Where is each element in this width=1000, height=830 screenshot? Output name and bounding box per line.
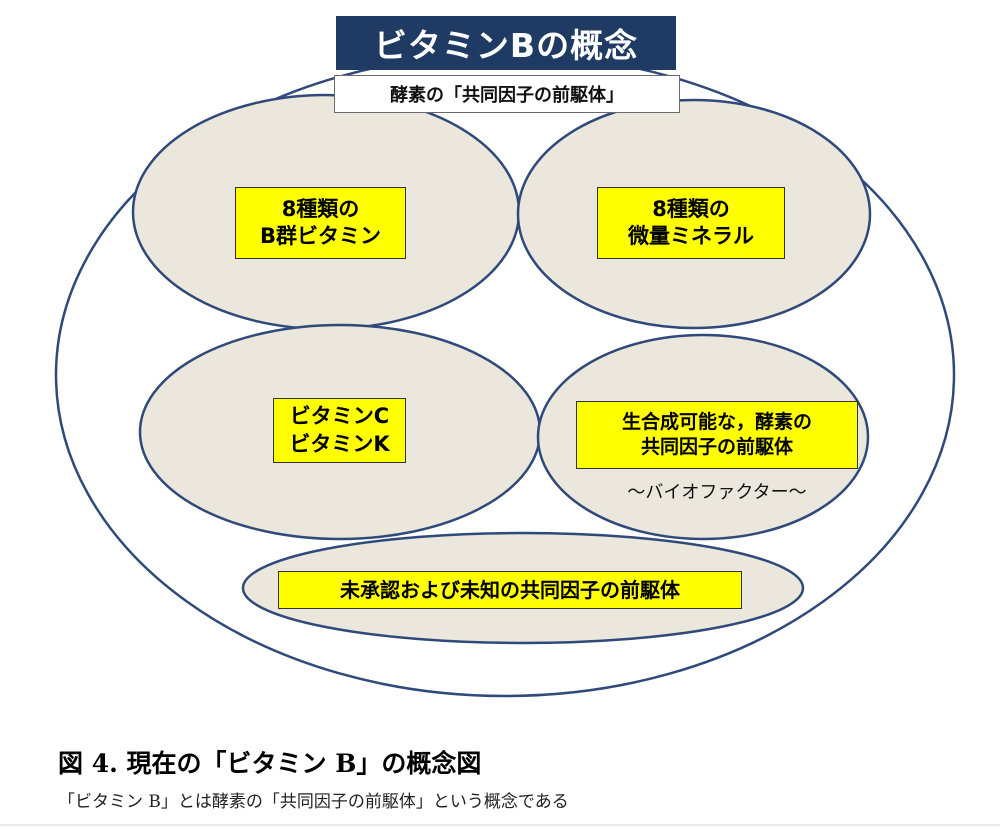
cofactor-line2: 共同因子の前駆体 <box>640 436 793 458</box>
minerals-label: 8種類の 微量ミネラル <box>597 187 785 259</box>
unknown-precursors-label: 未承認および未知の共同因子の前駆体 <box>278 571 742 609</box>
unknown-precursors-text: 未承認および未知の共同因子の前駆体 <box>340 578 680 602</box>
vitamin-c-text: ビタミンC <box>289 404 390 429</box>
b-vitamins-line2: B群ビタミン <box>259 224 381 248</box>
biofactor-note: ～バイオファクター～ <box>627 482 807 503</box>
minerals-line2: 微量ミネラル <box>628 224 754 248</box>
bottom-divider <box>0 824 1000 826</box>
b-vitamins-label: 8種類の B群ビタミン <box>235 187 406 259</box>
figure-caption-title: 図 4. 現在の「ビタミン B」の概念図 <box>58 749 482 778</box>
cofactor-line1: 生合成可能な，酵素の <box>621 411 812 434</box>
diagram-title: ビタミンBの概念 <box>336 16 676 70</box>
minerals-line1: 8種類の <box>652 196 730 221</box>
figure-caption-text: 「ビタミン B」とは酵素の「共同因子の前駆体」という概念である <box>58 792 569 812</box>
vitamin-ck-label: ビタミンC ビタミンK <box>273 398 406 463</box>
vitamin-k-text: ビタミンK <box>289 431 390 456</box>
diagram-subtitle: 酵素の「共同因子の前駆体」 <box>334 75 680 113</box>
b-vitamins-line1: 8種類の <box>281 196 360 221</box>
cofactor-precursors-label: 生合成可能な，酵素の 共同因子の前駆体 <box>576 401 858 469</box>
